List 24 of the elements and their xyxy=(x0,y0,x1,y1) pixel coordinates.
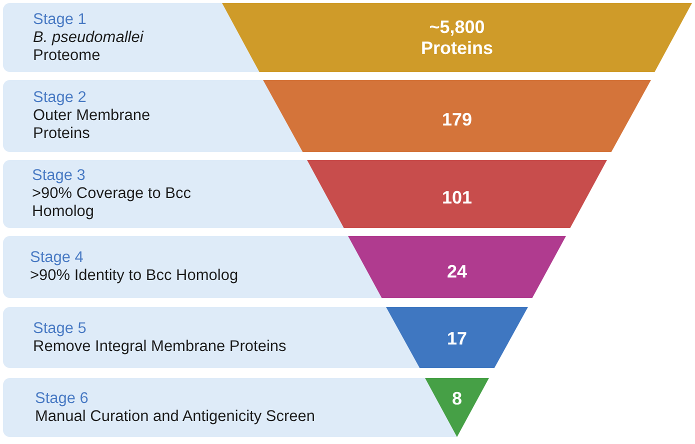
funnel-segment xyxy=(386,307,528,368)
stage-heading: Stage 4 xyxy=(30,249,84,267)
stage-heading: Stage 1 xyxy=(33,10,86,28)
protein-count: 24 xyxy=(446,262,468,282)
protein-count: 101 xyxy=(442,188,472,208)
stage-heading: Stage 6 xyxy=(35,390,88,408)
protein-count: 17 xyxy=(446,328,468,350)
funnel-segment xyxy=(348,236,566,298)
stage-description: Remove Integral Membrane Proteins xyxy=(33,338,286,356)
funnel-segment xyxy=(222,3,692,72)
protein-count: 179 xyxy=(442,110,472,130)
stage-description: >90% Identity to Bcc Homolog xyxy=(30,267,238,285)
stage-description: Outer Membrane Proteins xyxy=(33,107,152,143)
stage-description: Manual Curation and Antigenicity Screen xyxy=(35,408,316,426)
stage-description: >90% Coverage to Bcc Homolog xyxy=(32,185,192,221)
stage-heading: Stage 5 xyxy=(33,320,86,338)
stage-heading: Stage 2 xyxy=(33,89,86,107)
protein-count: ~5,800 Proteins xyxy=(420,17,494,59)
stage-heading: Stage 3 xyxy=(32,167,86,185)
stage-description: B. pseudomallei Proteome xyxy=(33,28,144,64)
funnel-segment xyxy=(425,378,489,437)
protein-count: 8 xyxy=(452,388,462,410)
funnel-segment xyxy=(307,160,607,228)
funnel-segment xyxy=(263,80,651,152)
